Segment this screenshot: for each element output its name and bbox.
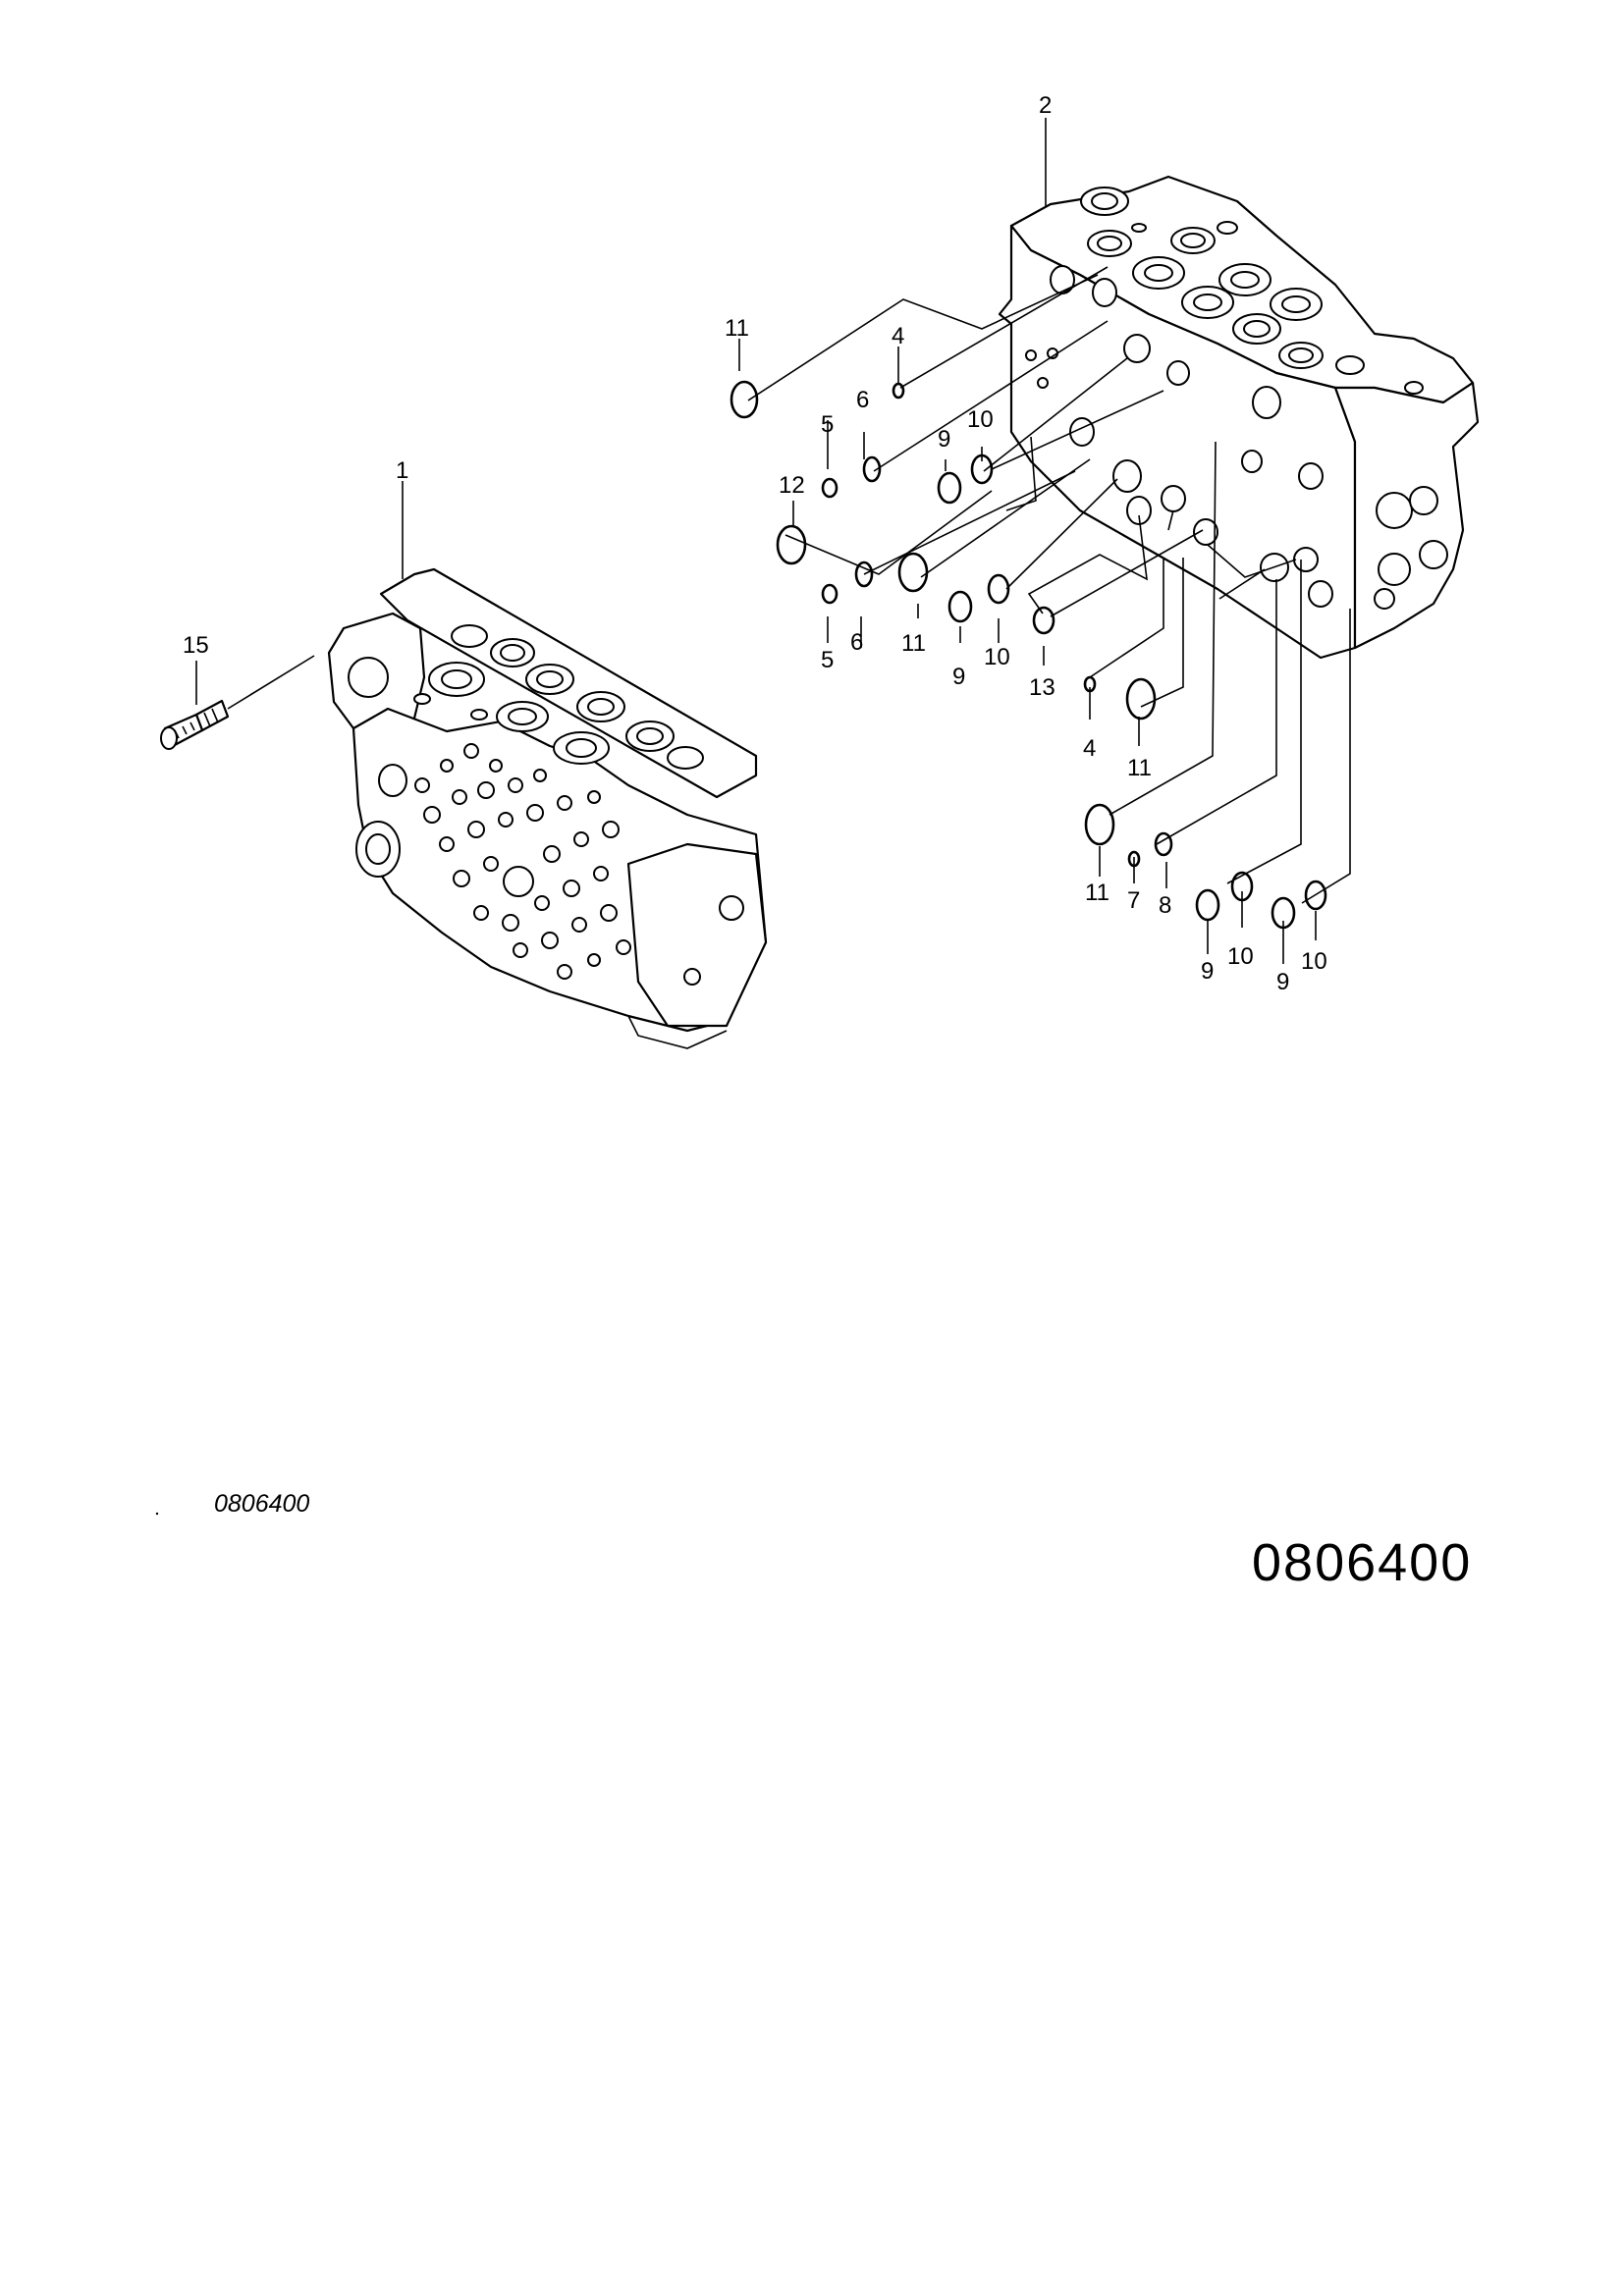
- seal-rings: [730, 380, 1327, 930]
- callout-13: 13: [1029, 674, 1055, 701]
- o-ring-10b: [987, 573, 1010, 605]
- o-ring-13: [1032, 606, 1055, 635]
- callout-9b: 9: [952, 664, 965, 690]
- callout-6b: 6: [850, 629, 863, 656]
- o-ring-12: [776, 524, 807, 565]
- callout-9c: 9: [1201, 958, 1214, 985]
- bolt-15: [160, 699, 230, 750]
- o-ring-9d: [1271, 896, 1296, 930]
- o-ring-8: [1154, 831, 1173, 857]
- o-ring-11c: [1125, 677, 1157, 721]
- o-ring-11b: [897, 552, 929, 593]
- callout-15: 15: [183, 632, 209, 659]
- o-ring-10c: [1230, 871, 1254, 902]
- callout-11c: 11: [1127, 755, 1152, 781]
- callout-5a: 5: [821, 411, 834, 438]
- callout-9a: 9: [938, 426, 950, 453]
- o-ring-10d: [1304, 880, 1327, 911]
- callout-11a: 11: [725, 315, 749, 342]
- callout-8: 8: [1159, 892, 1171, 919]
- o-ring-5a: [821, 477, 839, 499]
- callout-11d: 11: [1085, 880, 1109, 906]
- callout-1: 1: [396, 457, 408, 484]
- callout-2: 2: [1039, 92, 1052, 119]
- o-ring-5b: [821, 583, 839, 605]
- o-ring-9a: [937, 471, 962, 505]
- o-ring-4b: [1083, 675, 1097, 693]
- o-ring-6b: [854, 561, 874, 588]
- diagram-code-small: 0806400: [214, 1490, 309, 1518]
- dot-mark: [155, 1512, 159, 1516]
- callout-labels: 1 2 15 11 4 5 6 9 10 12 5 6 11 9 10 13 4…: [183, 92, 1327, 995]
- callout-7: 7: [1127, 887, 1140, 914]
- callout-5b: 5: [821, 647, 834, 673]
- o-ring-11a: [730, 380, 759, 419]
- callout-4b: 4: [1083, 735, 1096, 762]
- o-ring-7: [1127, 850, 1141, 868]
- diagram-code-large: 0806400: [1252, 1533, 1472, 1592]
- callout-9d: 9: [1276, 969, 1289, 995]
- o-ring-9b: [947, 590, 973, 623]
- callout-12: 12: [779, 472, 805, 499]
- valve-block-1: [327, 567, 768, 1049]
- o-ring-6a: [862, 455, 882, 483]
- callout-11b: 11: [901, 630, 926, 657]
- o-ring-11d: [1084, 803, 1115, 846]
- o-ring-9c: [1195, 888, 1220, 922]
- callout-6a: 6: [856, 387, 869, 413]
- o-ring-10a: [970, 454, 994, 485]
- callout-10a: 10: [967, 406, 994, 433]
- callout-ticks: [195, 118, 1317, 964]
- callout-10b: 10: [984, 644, 1010, 670]
- callout-4a: 4: [892, 323, 904, 349]
- callout-10d: 10: [1301, 948, 1327, 975]
- hole-pattern: [414, 743, 631, 980]
- callout-10c: 10: [1227, 943, 1254, 970]
- o-ring-4a: [892, 382, 905, 400]
